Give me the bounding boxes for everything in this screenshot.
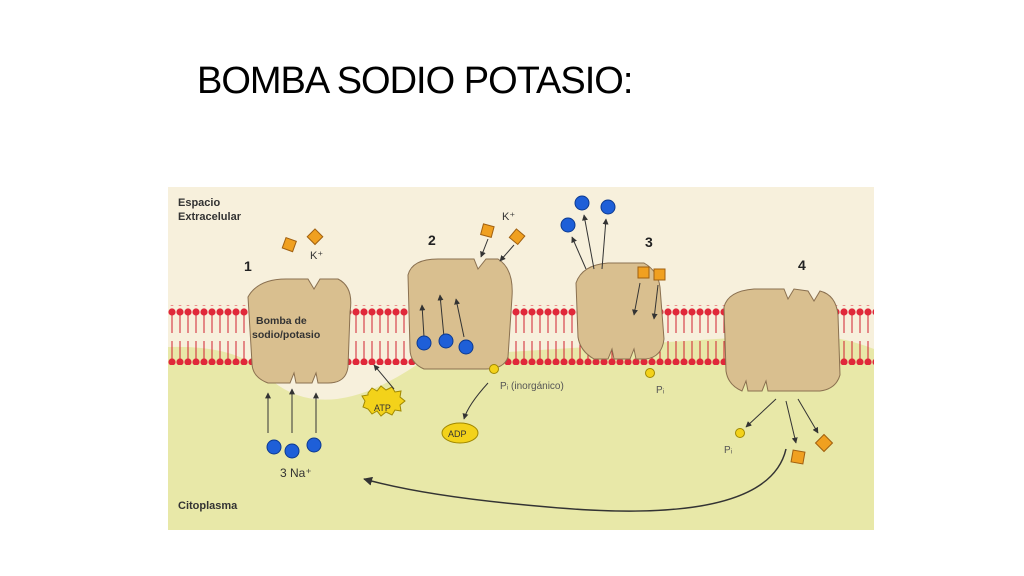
potassium-ion-label: K⁺	[502, 211, 515, 223]
adp-label: ADP	[448, 429, 467, 439]
sodium-ion	[416, 335, 432, 351]
potassium-ion	[306, 228, 324, 246]
phosphate-label: Pᵢ	[724, 445, 733, 456]
slide-title: BOMBA SODIO POTASIO:	[197, 60, 633, 102]
phosphate-group	[645, 368, 655, 378]
pump-protein-1	[247, 278, 352, 384]
adp-molecule	[441, 422, 479, 444]
pump-label-line1: Bomba de	[256, 315, 307, 327]
step-4-label: 4	[798, 257, 806, 273]
atp-molecule	[361, 385, 406, 417]
sodium-ion	[458, 339, 474, 355]
sodium-ion	[600, 199, 616, 215]
pump-label-line2: sodio/potasio	[252, 329, 320, 341]
potassium-ion	[480, 223, 495, 238]
cycle-return-arrow	[363, 448, 787, 512]
extracellular-label-line1: Espacio	[178, 197, 220, 209]
sodium-ion	[438, 333, 454, 349]
potassium-ion	[814, 433, 834, 453]
phosphate-group	[489, 364, 499, 374]
sodium-ion	[560, 217, 576, 233]
sodium-ion	[266, 439, 282, 455]
sodium-ion-label: 3 Na⁺	[280, 466, 312, 480]
sodium-ion	[306, 437, 322, 453]
potassium-ion	[508, 228, 526, 246]
phosphate-group	[735, 428, 745, 438]
cytoplasm	[168, 333, 874, 530]
potassium-ion	[653, 268, 666, 281]
step-3-label: 3	[645, 234, 653, 250]
pump-protein-3	[575, 262, 665, 360]
sodium-ion	[574, 195, 590, 211]
potassium-ion-label: K⁺	[310, 250, 323, 262]
sodium-ion	[284, 443, 300, 459]
step-2-label: 2	[428, 232, 436, 248]
pump-protein-2	[407, 258, 513, 370]
pump-protein-4	[723, 288, 841, 392]
potassium-ion	[281, 236, 297, 253]
phosphate-label: Pᵢ	[656, 385, 665, 396]
cytoplasm-label: Citoplasma	[178, 500, 238, 512]
phosphate-inorganic-label: Pᵢ (inorgánico)	[500, 381, 564, 392]
potassium-ion	[790, 449, 806, 465]
extracellular-label-line2: Extracelular	[178, 211, 242, 223]
atp-label: ATP	[374, 403, 391, 413]
sodium-potassium-pump-diagram: Espacio Extracelular Citoplasma Bomba de…	[168, 187, 874, 530]
step-1-label: 1	[244, 258, 252, 274]
potassium-ion	[637, 266, 650, 279]
